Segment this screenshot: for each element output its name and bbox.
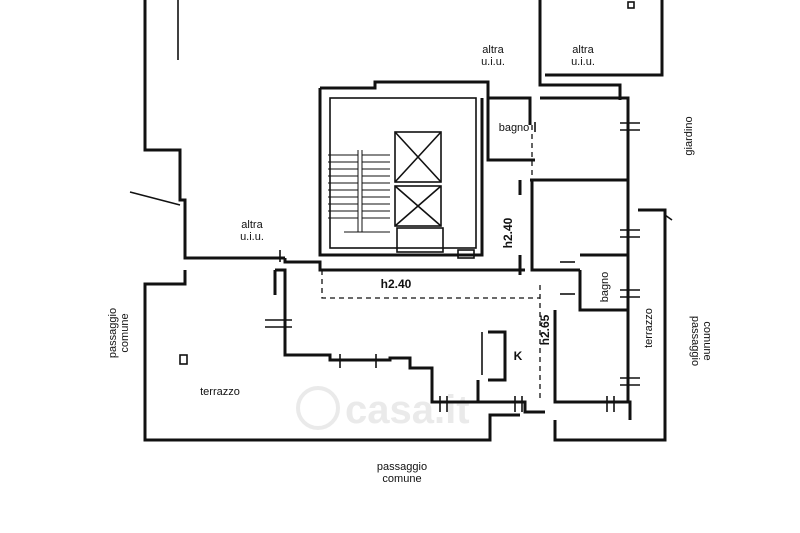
label-passaggio-bottom-1: passaggio: [377, 461, 427, 473]
window-marks: [179, 122, 640, 412]
label-passaggio-right-1: passaggio: [689, 316, 701, 366]
label-uiu-top-1: u.i.u.: [481, 56, 505, 68]
neighbor-unit-left: [129, 0, 285, 260]
label-uiu-top-2: u.i.u.: [571, 56, 595, 68]
label-bagno-1: bagno: [499, 122, 530, 134]
apartment-walls: [143, 258, 545, 442]
label-altra-uiu-left: altra: [241, 219, 263, 231]
neighbor-unit-right: [538, 0, 664, 100]
label-passaggio-right-2: comune: [701, 321, 713, 360]
label-h240-horizontal: h2.40: [381, 277, 412, 291]
watermark-text: casa.it: [345, 388, 470, 432]
ceiling-height-lines: [321, 125, 541, 400]
label-h240-vertical: h2.40: [501, 217, 515, 248]
label-altra-uiu-top-2: altra: [572, 44, 594, 56]
right-wing: [486, 96, 673, 442]
room-labels: altra u.i.u. altra u.i.u. altra u.i.u. b…: [107, 44, 713, 485]
label-terrazzo-left: terrazzo: [200, 386, 240, 398]
label-uiu-left: u.i.u.: [240, 231, 264, 243]
label-kitchen: K: [514, 349, 523, 363]
stair-core: [318, 80, 490, 259]
label-giardino: giardino: [683, 116, 695, 155]
watermark: casa.it: [296, 386, 470, 432]
label-passaggio-left-2: comune: [119, 313, 131, 352]
label-passaggio-bottom-2: comune: [382, 473, 421, 485]
label-bagno-2: bagno: [599, 272, 611, 303]
label-terrazzo-right: terrazzo: [643, 308, 655, 348]
label-altra-uiu-top-1: altra: [482, 44, 504, 56]
label-h265: h2.65: [538, 314, 552, 345]
label-passaggio-left-1: passaggio: [107, 308, 119, 358]
